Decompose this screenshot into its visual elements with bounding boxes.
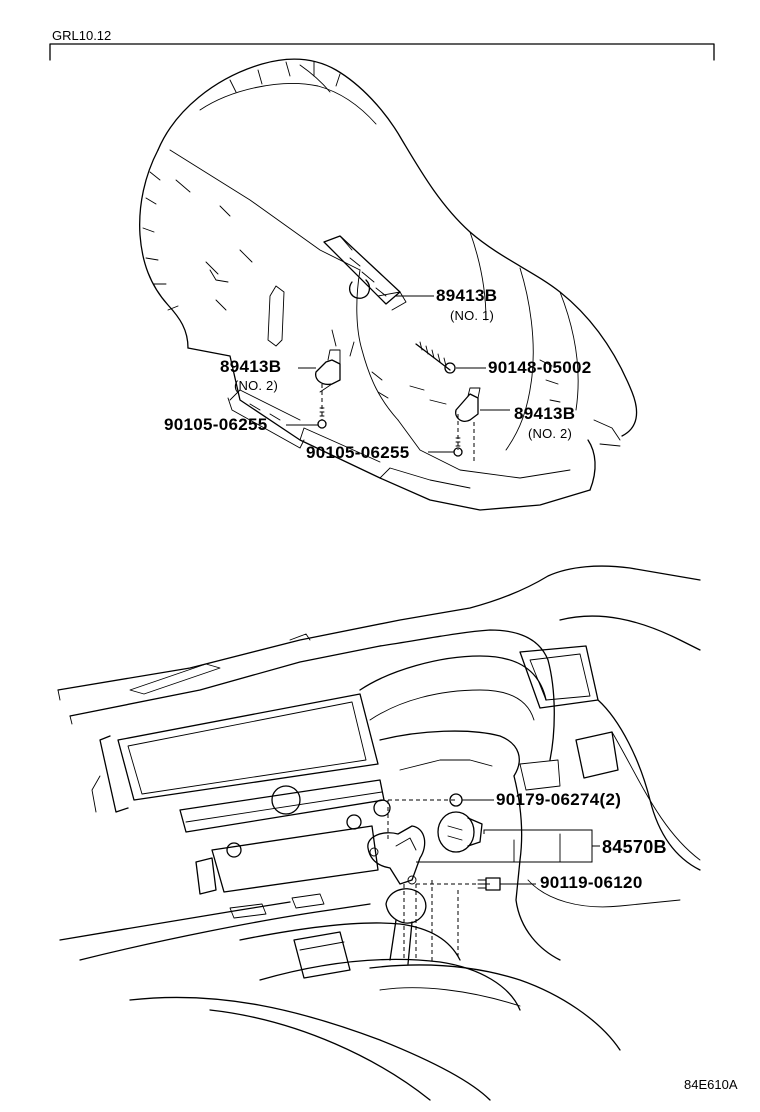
part-label-89413B-no2-left[interactable]: 89413B xyxy=(220,357,282,376)
part-qty: (2) xyxy=(599,790,622,809)
leader-lines-upper xyxy=(286,295,510,453)
part-label-90105-06255-left[interactable]: 90105-06255 xyxy=(164,415,268,434)
part-label-90105-06255-right[interactable]: 90105-06255 xyxy=(306,443,410,462)
leader-lines-lower xyxy=(416,799,600,885)
part-number: 90179-06274 xyxy=(496,790,600,809)
part-label-90148-05002[interactable]: 90148-05002 xyxy=(488,358,592,377)
part-note-no2-right: (NO. 2) xyxy=(528,426,573,441)
diagram-code: GRL10.12 xyxy=(52,28,112,43)
dashboard-illustration xyxy=(57,565,701,1101)
part-label-89413B-no2-right[interactable]: 89413B xyxy=(514,404,576,423)
figure-code: 84E610A xyxy=(684,1077,738,1092)
header-bracket xyxy=(49,43,715,61)
part-note-no1: (NO. 1) xyxy=(450,308,495,323)
transmission-illustration xyxy=(139,58,638,511)
part-label-90119-06120[interactable]: 90119-06120 xyxy=(540,873,643,892)
part-label-89413B-no1[interactable]: 89413B xyxy=(436,286,498,305)
part-note-no2-left: (NO. 2) xyxy=(234,378,279,393)
part-label-90179-06274[interactable]: 90179-06274(2) xyxy=(496,790,621,810)
steering-lock-assembly xyxy=(367,793,501,964)
part-label-84570B[interactable]: 84570B xyxy=(602,837,667,857)
